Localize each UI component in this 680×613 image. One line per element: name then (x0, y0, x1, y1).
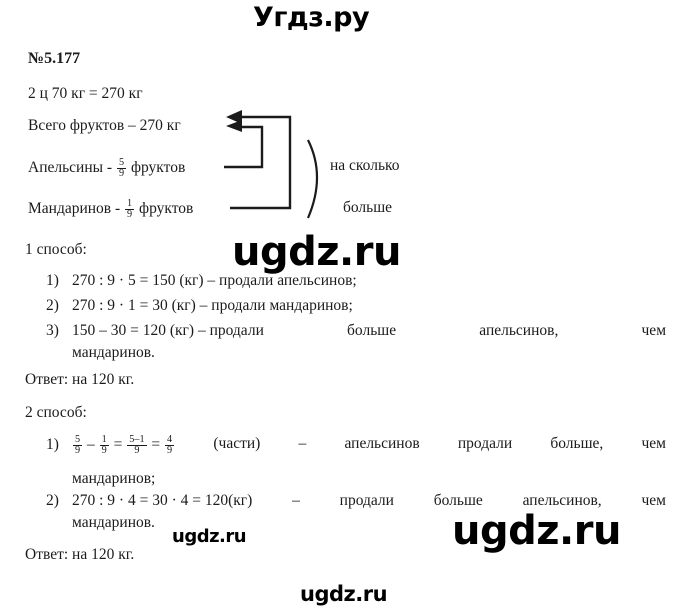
task-number: №5.177 (28, 50, 81, 67)
arrow-head-upper-icon (226, 110, 242, 124)
step-text: 270 : 9 · 1 = 30 (кг) – продали мандарин… (72, 297, 353, 314)
step-marker: 3) (46, 322, 59, 339)
fraction-3-denominator: 9 (127, 445, 147, 456)
fraction-2-numerator: 1 (101, 434, 107, 445)
step-word3: чем (641, 322, 666, 339)
step-word2: апельсинов, (479, 322, 559, 339)
watermark-bottom: ugdz.ru (300, 582, 388, 606)
step-continuation: мандаринов; (72, 470, 156, 487)
step-text: 270 : 9 · 5 = 150 (кг) – продали апельси… (72, 272, 357, 289)
method1-step-3: 3) 150 – 30 = 120 (кг) – продали больше … (46, 322, 666, 340)
method1-step-2: 2) 270 : 9 · 1 = 30 (кг) – продали манда… (46, 297, 353, 315)
oranges-denominator: 9 (116, 168, 127, 180)
step-continuation: мандаринов. (72, 514, 155, 531)
step-marker: 2) (46, 492, 59, 509)
fraction-1-denominator: 9 (73, 445, 83, 457)
method2-step-2: 2) 270 : 9 · 4 = 30 · 4 = 120(кг) – прод… (46, 492, 666, 510)
method1-heading: 1 способ: (25, 241, 87, 258)
mandarins-prefix: Мандаринов - (28, 200, 125, 218)
step-marker: 1) (46, 436, 59, 454)
equals-1: = (113, 436, 123, 454)
step-word5: чем (641, 435, 666, 452)
watermark-middle: ugdz.ru (232, 229, 401, 275)
step-continuation: мандаринов. (72, 344, 155, 361)
diagram-total-label: Всего фруктов – 270 кг (28, 117, 181, 134)
step-word1: больше (347, 322, 397, 339)
watermark-top: Угдз.ру (253, 2, 370, 33)
fraction-4-numerator: 4 (167, 434, 173, 445)
mandarins-denominator: 9 (125, 209, 135, 221)
mandarins-numerator: 1 (127, 198, 133, 209)
step-word2: апельсинов (344, 435, 420, 452)
oranges-prefix: Апельсины - (28, 159, 116, 177)
step-word1: – (292, 492, 300, 509)
inner-bracket-path (224, 125, 264, 169)
arrow-head-lower-icon (226, 120, 242, 132)
given-conversion: 2 ц 70 кг = 270 кг (28, 85, 143, 102)
step-text: 270 : 9 · 4 = 30 · 4 = 120(кг) – продали… (72, 492, 666, 510)
step-word5: чем (641, 492, 666, 509)
equals-2: = (151, 436, 161, 454)
method2-step-1-continuation: мандаринов; (72, 470, 155, 488)
step-lead: 150 – 30 = 120 (кг) – продали (72, 322, 264, 339)
diagram-question-bottom: больше (343, 199, 393, 216)
watermark-lower-small: ugdz.ru (172, 526, 247, 547)
step-marker: 2) (46, 297, 59, 314)
fraction-2-denominator: 9 (99, 445, 109, 457)
watermark-lower-large: ugdz.ru (452, 508, 621, 554)
method2-step-2-continuation: мандаринов. (72, 514, 155, 532)
method1-step-3-continuation: мандаринов. (72, 344, 155, 362)
step-text: 150 – 30 = 120 (кг) – продали больше апе… (72, 322, 666, 340)
mandarins-suffix: фруктов (135, 200, 194, 218)
minus-operator: – (86, 436, 95, 454)
diagram-question-top: на сколько (330, 157, 400, 174)
step-word4: больше, (550, 435, 604, 452)
step-word3: продали (457, 435, 513, 452)
step-word2: продали (339, 492, 394, 509)
method2-answer: Ответ: на 120 кг. (25, 546, 135, 563)
step-word4: апельсинов, (522, 492, 602, 509)
right-brace-path (306, 139, 319, 219)
method1-step-1: 1) 270 : 9 · 5 = 150 (кг) – продали апел… (46, 272, 357, 290)
oranges-numerator: 5 (118, 157, 125, 168)
step-word3: больше (433, 492, 483, 509)
step-lead: 270 : 9 · 4 = 30 · 4 = 120(кг) (72, 492, 253, 509)
fraction-1-numerator: 5 (75, 434, 81, 445)
fraction-3-numerator: 5–1 (129, 434, 145, 445)
method1-answer: Ответ: на 120 кг. (25, 371, 135, 388)
method2-heading: 2 способ: (25, 404, 87, 421)
step-word1: – (298, 435, 307, 452)
step-word0: (части) (213, 435, 261, 452)
fraction-4-denominator: 9 (165, 445, 175, 457)
step-marker: 1) (46, 272, 59, 289)
bracket-arrow-diagram (224, 110, 319, 219)
oranges-suffix: фруктов (127, 159, 186, 177)
outer-bracket-path (230, 115, 292, 210)
